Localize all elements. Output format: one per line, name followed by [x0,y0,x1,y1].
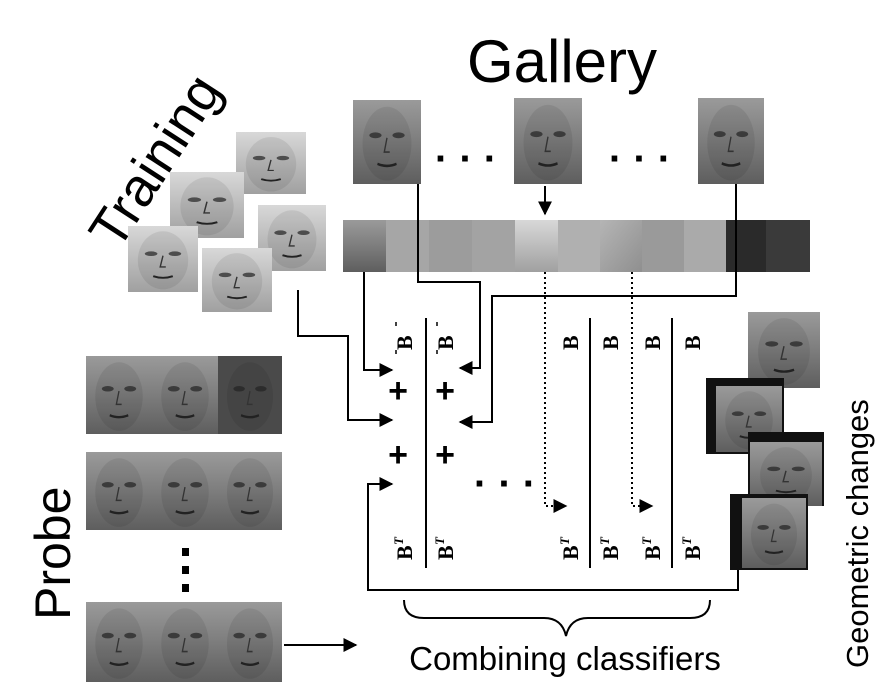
svg-text:T: T [639,536,654,545]
plus-sign-2: + [435,372,455,410]
classifier-ellipsis: · · · [474,462,536,506]
svg-text:B: B [598,545,623,560]
basis-label-1: B [392,335,417,350]
svg-text:B: B [558,545,583,560]
gallery-label: Gallery [467,28,657,95]
transpose-label-1: B T [391,536,417,560]
training-to-plus-arrow [297,290,394,427]
svg-text:T: T [557,536,572,545]
gallery-face-3 [698,98,764,184]
gallery1-to-basis-arrow [417,184,481,375]
gallery-ellipsis-2: · · · [609,137,671,181]
svg-text:T: T [597,536,612,545]
classifier-dividers [425,318,673,568]
svg-text:B: B [392,545,417,560]
svg-text:B: B [640,545,665,560]
plus-sign-4: + [435,436,455,474]
geometric-to-plus-arrow [367,477,739,591]
svg-text:B: B [433,545,458,560]
gallery-face-2 [514,98,582,184]
combining-classifiers-label: Combining classifiers [409,640,721,677]
basis-label-6: B [680,335,705,350]
basis-label-3: B [558,335,583,350]
transpose-label-3: B T [557,536,583,560]
svg-text:B: B [680,545,705,560]
gallery-face-1 [353,100,421,184]
geometric-face-4 [730,494,808,570]
probe-row-3 [86,602,282,682]
training-face-1 [236,132,306,194]
basis-label-5: B [640,335,665,350]
svg-text:T: T [391,536,406,545]
geometric-face-1 [748,312,820,388]
svg-text:T: T [679,536,694,545]
training-face-4 [128,226,198,292]
basis-label-2: B [433,335,458,350]
transpose-label-2: B T [432,536,458,560]
basis-bars [395,322,438,354]
combining-brace [403,599,711,637]
probe-row-1 [86,356,282,434]
plus-sign-1: + [388,372,408,410]
dotted-arrow-1 [544,272,568,513]
gallery-ellipsis-1: · · · [435,137,497,181]
filter1-to-basis-arrow [363,272,394,377]
training-face-5 [202,248,272,312]
plus-sign-3: + [388,436,408,474]
geometric-changes-label: Geometric changes [840,399,875,668]
transpose-label-4: B T [597,536,623,560]
svg-text:T: T [432,536,447,545]
filtered-faces-strip [343,220,810,272]
basis-label-4: B [598,335,623,350]
transpose-label-5: B T [639,536,665,560]
gallery3-to-plus-arrow [458,184,737,429]
probe-row-2 [86,452,282,530]
probe-vertical-ellipsis [182,548,189,592]
dotted-arrow-2 [631,272,654,513]
transpose-label-6: B T [679,536,705,560]
probe-label: Probe [25,487,81,620]
